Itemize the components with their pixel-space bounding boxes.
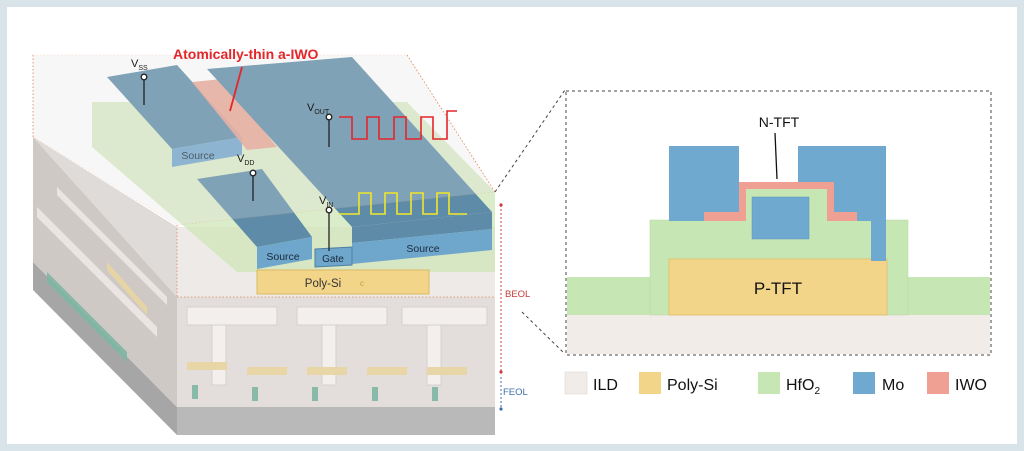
- legend-label-poly-si: Poly-Si: [667, 377, 718, 394]
- vdd-electrode-front: [257, 237, 312, 269]
- annotation-label: Atomically-thin a-IWO: [173, 46, 319, 62]
- cs-iwo-layer: [704, 182, 857, 221]
- cs-ild-layer: [567, 315, 990, 354]
- legend: ILD Poly-Si HfO2 Mo IWO: [564, 371, 987, 397]
- vin-probe: [325, 206, 333, 251]
- beol-side-face: [33, 137, 177, 297]
- cs-p-tft-poly: [668, 258, 888, 316]
- vout-probe: [325, 113, 333, 147]
- zoom-line-top: [494, 89, 566, 193]
- gate-electrode: [314, 246, 353, 268]
- source-right-electrode-front: [352, 229, 492, 264]
- vin-waveform: [339, 192, 467, 215]
- figure-svg: Poly-Si c Source Source Source Gate: [32, 46, 992, 435]
- cs-mo-left-pillar: [669, 146, 739, 221]
- feol-interconnect-structures: [37, 187, 488, 401]
- source-left-label: Source: [266, 251, 299, 263]
- figure-canvas: Poly-Si c Source Source Source Gate: [7, 7, 1017, 444]
- vout-electrode-top: [207, 57, 492, 227]
- gate-label: Gate: [322, 254, 344, 265]
- source-top-label: Source: [181, 150, 214, 162]
- cs-mo-gate: [751, 196, 810, 240]
- feol-label: FEOL: [503, 387, 528, 398]
- iwo-strip: [192, 79, 277, 150]
- beol-top-face-outline: [32, 54, 496, 226]
- zoom-line-bottom: [521, 311, 566, 355]
- legend-label-hfo2: HfO2: [786, 377, 820, 397]
- poly-si-suffix: c: [360, 279, 364, 288]
- vout-label: VOUT: [307, 102, 330, 116]
- legend-swatch-iwo: [927, 372, 949, 394]
- vss-electrode-front: [172, 137, 242, 167]
- legend-swatch-poly-si: [639, 372, 661, 394]
- vdd-electrode-top: [197, 169, 312, 247]
- legend-swatch-ild: [564, 371, 588, 395]
- cross-section-panel: P-TFT N-TFT: [565, 90, 992, 356]
- legend-swatch-hfo2: [758, 372, 780, 394]
- source-right-label: Source: [406, 243, 439, 255]
- device-3d-illustration: Poly-Si c Source Source Source Gate: [32, 46, 530, 435]
- beol-label: BEOL: [505, 289, 530, 300]
- poly-si-label: Poly-Si: [305, 278, 341, 290]
- vss-probe: [140, 73, 148, 105]
- substrate-front-face: [177, 407, 495, 435]
- vss-electrode-top: [107, 65, 242, 149]
- vss-label: VSS: [131, 58, 148, 72]
- legend-label-ild: ILD: [593, 377, 618, 394]
- source-right-electrode-top: [352, 212, 492, 243]
- cs-mo-via: [871, 221, 886, 261]
- substrate-side-face: [33, 262, 177, 435]
- vdd-label: VDD: [237, 153, 254, 167]
- n-tft-arrow: [774, 132, 778, 180]
- p-tft-label: P-TFT: [754, 279, 802, 298]
- vin-label: VIN: [319, 195, 333, 209]
- vout-waveform: [339, 110, 457, 140]
- poly-si-bar: [256, 269, 430, 295]
- legend-label-mo: Mo: [882, 377, 904, 394]
- vdd-probe: [249, 169, 257, 201]
- annotation-arrow: [229, 66, 243, 112]
- n-tft-label: N-TFT: [759, 114, 800, 130]
- legend-label-iwo: IWO: [955, 377, 987, 394]
- legend-swatch-mo: [853, 372, 875, 394]
